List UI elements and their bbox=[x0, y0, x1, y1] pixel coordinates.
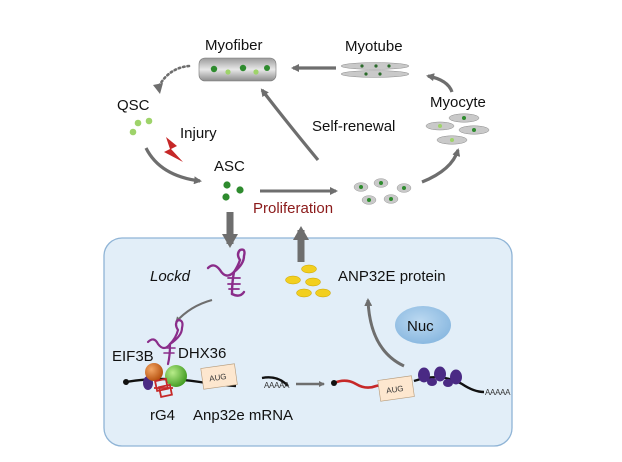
nucleus bbox=[395, 306, 451, 344]
proliferating-to-myocyte-arrow bbox=[421, 148, 461, 184]
self-renewal-label: Self-renewal bbox=[312, 118, 395, 135]
asc-cells bbox=[222, 181, 244, 201]
dhx36-label: DHX36 bbox=[178, 345, 226, 362]
nuc-label: Nuc bbox=[407, 318, 434, 335]
aug-box-right bbox=[377, 375, 415, 402]
rg4-label: rG4 bbox=[150, 407, 175, 424]
anp32e-protein-label: ANP32E protein bbox=[338, 268, 446, 285]
dotted-arrow-head bbox=[153, 83, 163, 94]
eif3b-label: EIF3B bbox=[112, 348, 154, 365]
anp32e-protein-icon bbox=[285, 264, 331, 298]
lockd-bound-icon bbox=[146, 318, 184, 366]
proliferating-cells bbox=[353, 178, 412, 205]
anp32e-mrna-label: Anp32e mRNA bbox=[193, 407, 293, 424]
asc-label: ASC bbox=[214, 158, 245, 175]
injury-label: Injury bbox=[180, 125, 217, 142]
aug-box-left bbox=[200, 363, 238, 390]
myotube-label: Myotube bbox=[345, 38, 403, 55]
proliferation-label: Proliferation bbox=[253, 200, 333, 217]
myofiber-shape bbox=[198, 57, 277, 82]
qsc-cells bbox=[129, 117, 153, 136]
self-renewal-arrow bbox=[260, 88, 320, 162]
myotube-shape bbox=[340, 62, 410, 78]
lockd-label: Lockd bbox=[150, 268, 191, 285]
rg4-structure bbox=[154, 377, 173, 398]
mrna-left-cap bbox=[123, 379, 129, 385]
polya-right-label: AAAAA bbox=[485, 388, 511, 397]
aug-left-label: AUG bbox=[209, 372, 227, 383]
mrna-left-3prime bbox=[261, 376, 289, 387]
eif3b-protein bbox=[145, 363, 163, 381]
lockd-rna-icon bbox=[206, 248, 246, 297]
qsc-label: QSC bbox=[117, 97, 150, 114]
myocyte-label: Myocyte bbox=[430, 94, 486, 111]
injury-bolt-icon bbox=[164, 137, 183, 162]
dhx36-protein bbox=[165, 365, 187, 387]
myocyte-to-myotube-arrow bbox=[426, 73, 454, 93]
polya-left-label: AAAAA bbox=[264, 381, 290, 390]
myocyte-cells bbox=[425, 113, 490, 145]
myofiber-label: Myofiber bbox=[205, 37, 263, 54]
aug-right-label: AUG bbox=[386, 384, 404, 395]
ribosomes-right bbox=[418, 366, 462, 387]
mrna-right-cap bbox=[331, 380, 337, 386]
qsc-to-asc-arrow bbox=[144, 147, 202, 185]
myofiber-to-qsc-dotted-arrow bbox=[156, 64, 191, 90]
mrna-to-protein-arrow bbox=[364, 298, 405, 368]
